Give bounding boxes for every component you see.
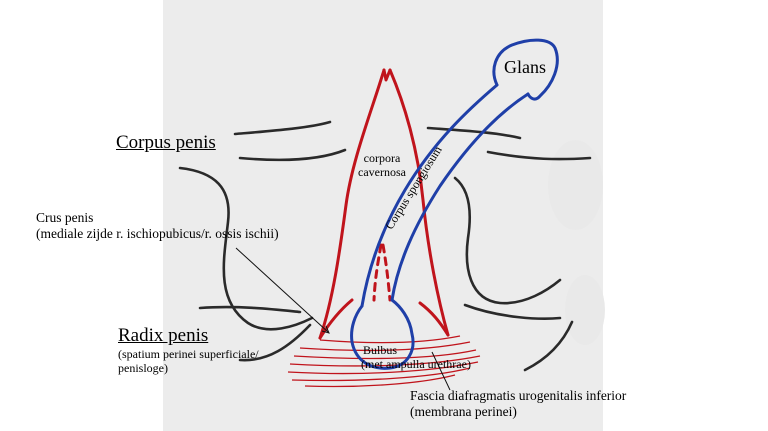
corpus-penis-label: Corpus penis bbox=[116, 132, 216, 153]
crus-arrowhead bbox=[321, 325, 330, 334]
crus-pointer bbox=[235, 247, 329, 333]
outline-left-curve bbox=[178, 166, 314, 331]
cavernosa-crus-right bbox=[418, 301, 450, 337]
bulbus-label: Bulbus (met ampulla urethrae) bbox=[361, 343, 471, 372]
cavernosa-dashed-divider-2 bbox=[381, 243, 392, 302]
outline-left-upper bbox=[233, 120, 332, 136]
outline-right-lower bbox=[463, 303, 562, 320]
corpora-cavernosa-label: corpora cavernosa bbox=[346, 151, 418, 180]
pointer-lines bbox=[235, 247, 451, 391]
bulbus-shape bbox=[350, 298, 415, 370]
cavernosa-dashed-divider bbox=[372, 243, 383, 302]
outline-left-bottom bbox=[238, 323, 312, 362]
radix-penis-label: Radix penis bbox=[118, 325, 209, 346]
membrana-perinei bbox=[287, 335, 481, 388]
glans-shape bbox=[492, 38, 559, 101]
fascia-line-2: (membrana perinei) bbox=[410, 403, 517, 419]
outline-right-mid bbox=[486, 150, 592, 161]
spongiosum-outer bbox=[360, 83, 499, 308]
outline-left-lower bbox=[198, 305, 302, 314]
radix-penis-sublabel: (spatium perinei superficiale/ penisloge… bbox=[118, 347, 259, 376]
corpora-cavernosa-line-1: corpora bbox=[363, 151, 401, 165]
cavernosa-left-wall bbox=[318, 68, 386, 340]
corpora-cavernosa-line-2: cavernosa bbox=[358, 164, 406, 179]
crus-penis-line-2: (mediale zijde r. ischiopubicus/r. ossis… bbox=[36, 225, 279, 241]
cavernosa-tip bbox=[382, 68, 392, 82]
highlight-blob-upper bbox=[548, 140, 603, 230]
crus-penis-label: Crus penis (mediale zijde r. ischiopubic… bbox=[36, 210, 279, 241]
cavernosa-right-wall bbox=[388, 68, 450, 337]
fascia-pointer bbox=[431, 351, 451, 391]
bulbus-line-2: (met ampulla urethrae) bbox=[361, 356, 471, 371]
highlight-blob-lower bbox=[565, 275, 605, 345]
outline-right-upper bbox=[426, 126, 522, 140]
cavernosa-crus-left bbox=[318, 298, 354, 340]
corpora-cavernosa bbox=[318, 68, 450, 340]
bulbus-line-1: Bulbus bbox=[363, 343, 398, 357]
fascia-label: Fascia diafragmatis urogenitalis inferio… bbox=[410, 388, 626, 419]
outline-right-curve bbox=[453, 176, 562, 305]
fascia-line-1: Fascia diafragmatis urogenitalis inferio… bbox=[410, 388, 627, 403]
radix-sub-line-2: penisloge) bbox=[118, 360, 168, 375]
spongiosum-inner bbox=[390, 92, 530, 302]
outline-right-bottom bbox=[523, 320, 574, 372]
glans-label: Glans bbox=[504, 57, 546, 77]
body-outlines bbox=[178, 120, 592, 372]
corpus-spongiosum bbox=[350, 38, 559, 370]
outline-left-mid bbox=[238, 148, 347, 162]
crus-penis-line-1: Crus penis bbox=[36, 210, 94, 225]
radix-sub-line-1: (spatium perinei superficiale/ bbox=[118, 347, 259, 361]
